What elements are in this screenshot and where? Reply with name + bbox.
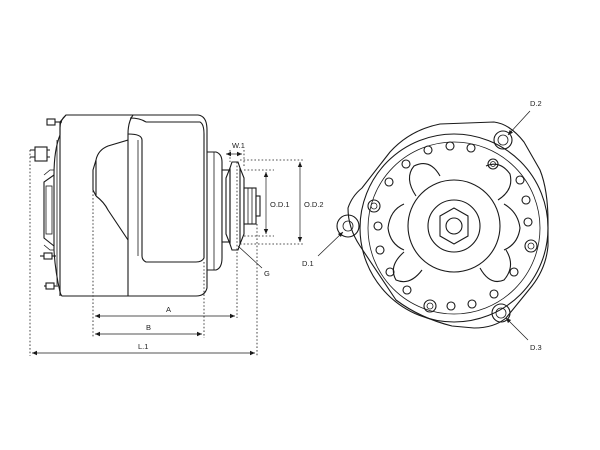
leader-d1	[317, 231, 344, 257]
hub-inner-ring	[427, 199, 481, 253]
label-d3: D.3	[530, 343, 542, 352]
label-l1: L.1	[138, 342, 148, 351]
mount-hole-d2	[493, 130, 513, 150]
dimension-lines	[32, 151, 303, 356]
extension-lines	[29, 150, 304, 356]
side-view: A B L.1 W.1 O.D.1 O.D.2 G	[29, 114, 324, 356]
rear-studs	[30, 118, 62, 290]
label-b: B	[146, 323, 151, 332]
label-d2: D.2	[530, 99, 542, 108]
leader-d3	[505, 317, 529, 341]
mount-hole-d3	[491, 303, 511, 323]
label-d1: D.1	[302, 259, 314, 268]
label-od2: O.D.2	[304, 200, 324, 209]
rear-cover	[43, 122, 61, 293]
casing-circle	[359, 133, 549, 323]
main-housing	[59, 114, 208, 297]
pulley-nut-icon	[439, 207, 469, 245]
front-view: D.2 D.3 D.1	[302, 99, 549, 352]
label-w1: W.1	[232, 141, 245, 150]
casing-inner-circle	[367, 141, 541, 315]
label-g: G	[264, 269, 270, 278]
label-a: A	[166, 305, 171, 314]
mounting-holes	[336, 130, 538, 323]
vent-holes	[373, 141, 533, 311]
shaft-icon	[445, 217, 463, 235]
groove-leader-line	[237, 245, 263, 269]
mount-hole-d1	[336, 214, 360, 238]
pulley	[225, 161, 261, 251]
label-od1: O.D.1	[270, 200, 290, 209]
fan-spokes	[387, 163, 521, 283]
hub-circle	[407, 179, 501, 273]
leader-d2	[507, 110, 531, 136]
